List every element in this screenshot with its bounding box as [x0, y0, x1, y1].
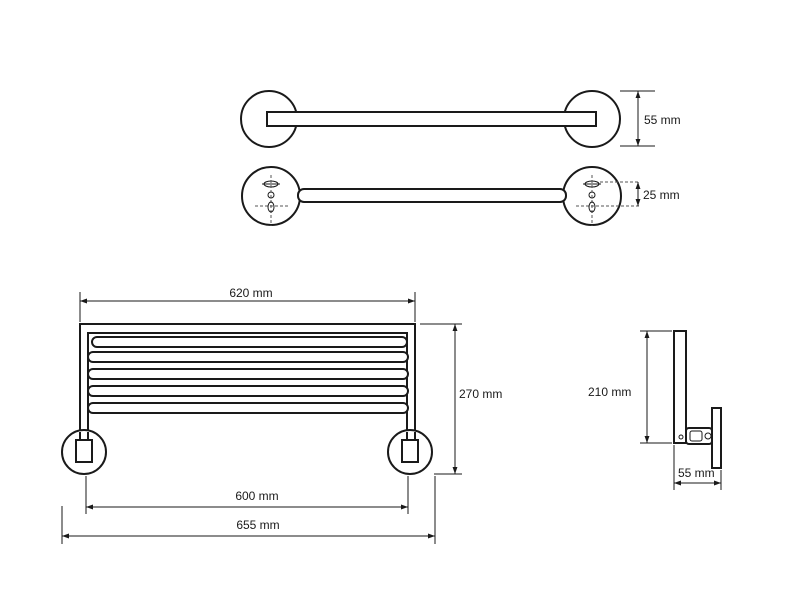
dimension-front-inner-width: 600 mm — [85, 476, 409, 514]
side-bracket — [685, 427, 713, 445]
side-frame — [673, 330, 687, 444]
dimension-top-gap: 25 mm — [635, 182, 680, 206]
side-view — [673, 330, 722, 469]
top-view-mounting — [241, 166, 640, 226]
side-wall-plate — [711, 407, 722, 469]
dimension-label-55-side: 55 mm — [678, 466, 715, 480]
left-mount-block — [75, 439, 93, 463]
shelf-bar — [87, 385, 409, 397]
dimension-side-depth: 55 mm — [673, 445, 722, 490]
left-mounting-holes — [255, 175, 288, 226]
dimension-label-655: 655 mm — [236, 518, 279, 532]
dimension-label-270: 270 mm — [459, 387, 502, 401]
rail-bar — [266, 111, 597, 127]
dimension-front-top-width: 620 mm — [79, 286, 416, 322]
dimension-label-25: 25 mm — [643, 188, 680, 202]
dimension-side-height: 210 mm — [588, 330, 672, 444]
dimension-label-210: 210 mm — [588, 385, 631, 399]
right-mounting-holes — [576, 175, 640, 226]
dimension-label-55: 55 mm — [644, 113, 681, 127]
shelf-bar — [87, 368, 409, 380]
dimension-front-height: 270 mm — [420, 323, 502, 475]
dimension-front-total-width: 655 mm — [61, 476, 436, 544]
dimension-label-600: 600 mm — [235, 489, 278, 503]
round-rail — [297, 188, 567, 203]
shelf-bar — [87, 351, 409, 363]
dimension-label-620: 620 mm — [229, 286, 272, 300]
front-view — [61, 323, 433, 475]
right-mount-block — [401, 439, 419, 463]
shelf-bar — [91, 336, 408, 348]
shelf-bar — [87, 402, 409, 414]
dimension-top-height: 55 mm — [620, 90, 681, 147]
top-view-plan — [240, 90, 621, 148]
